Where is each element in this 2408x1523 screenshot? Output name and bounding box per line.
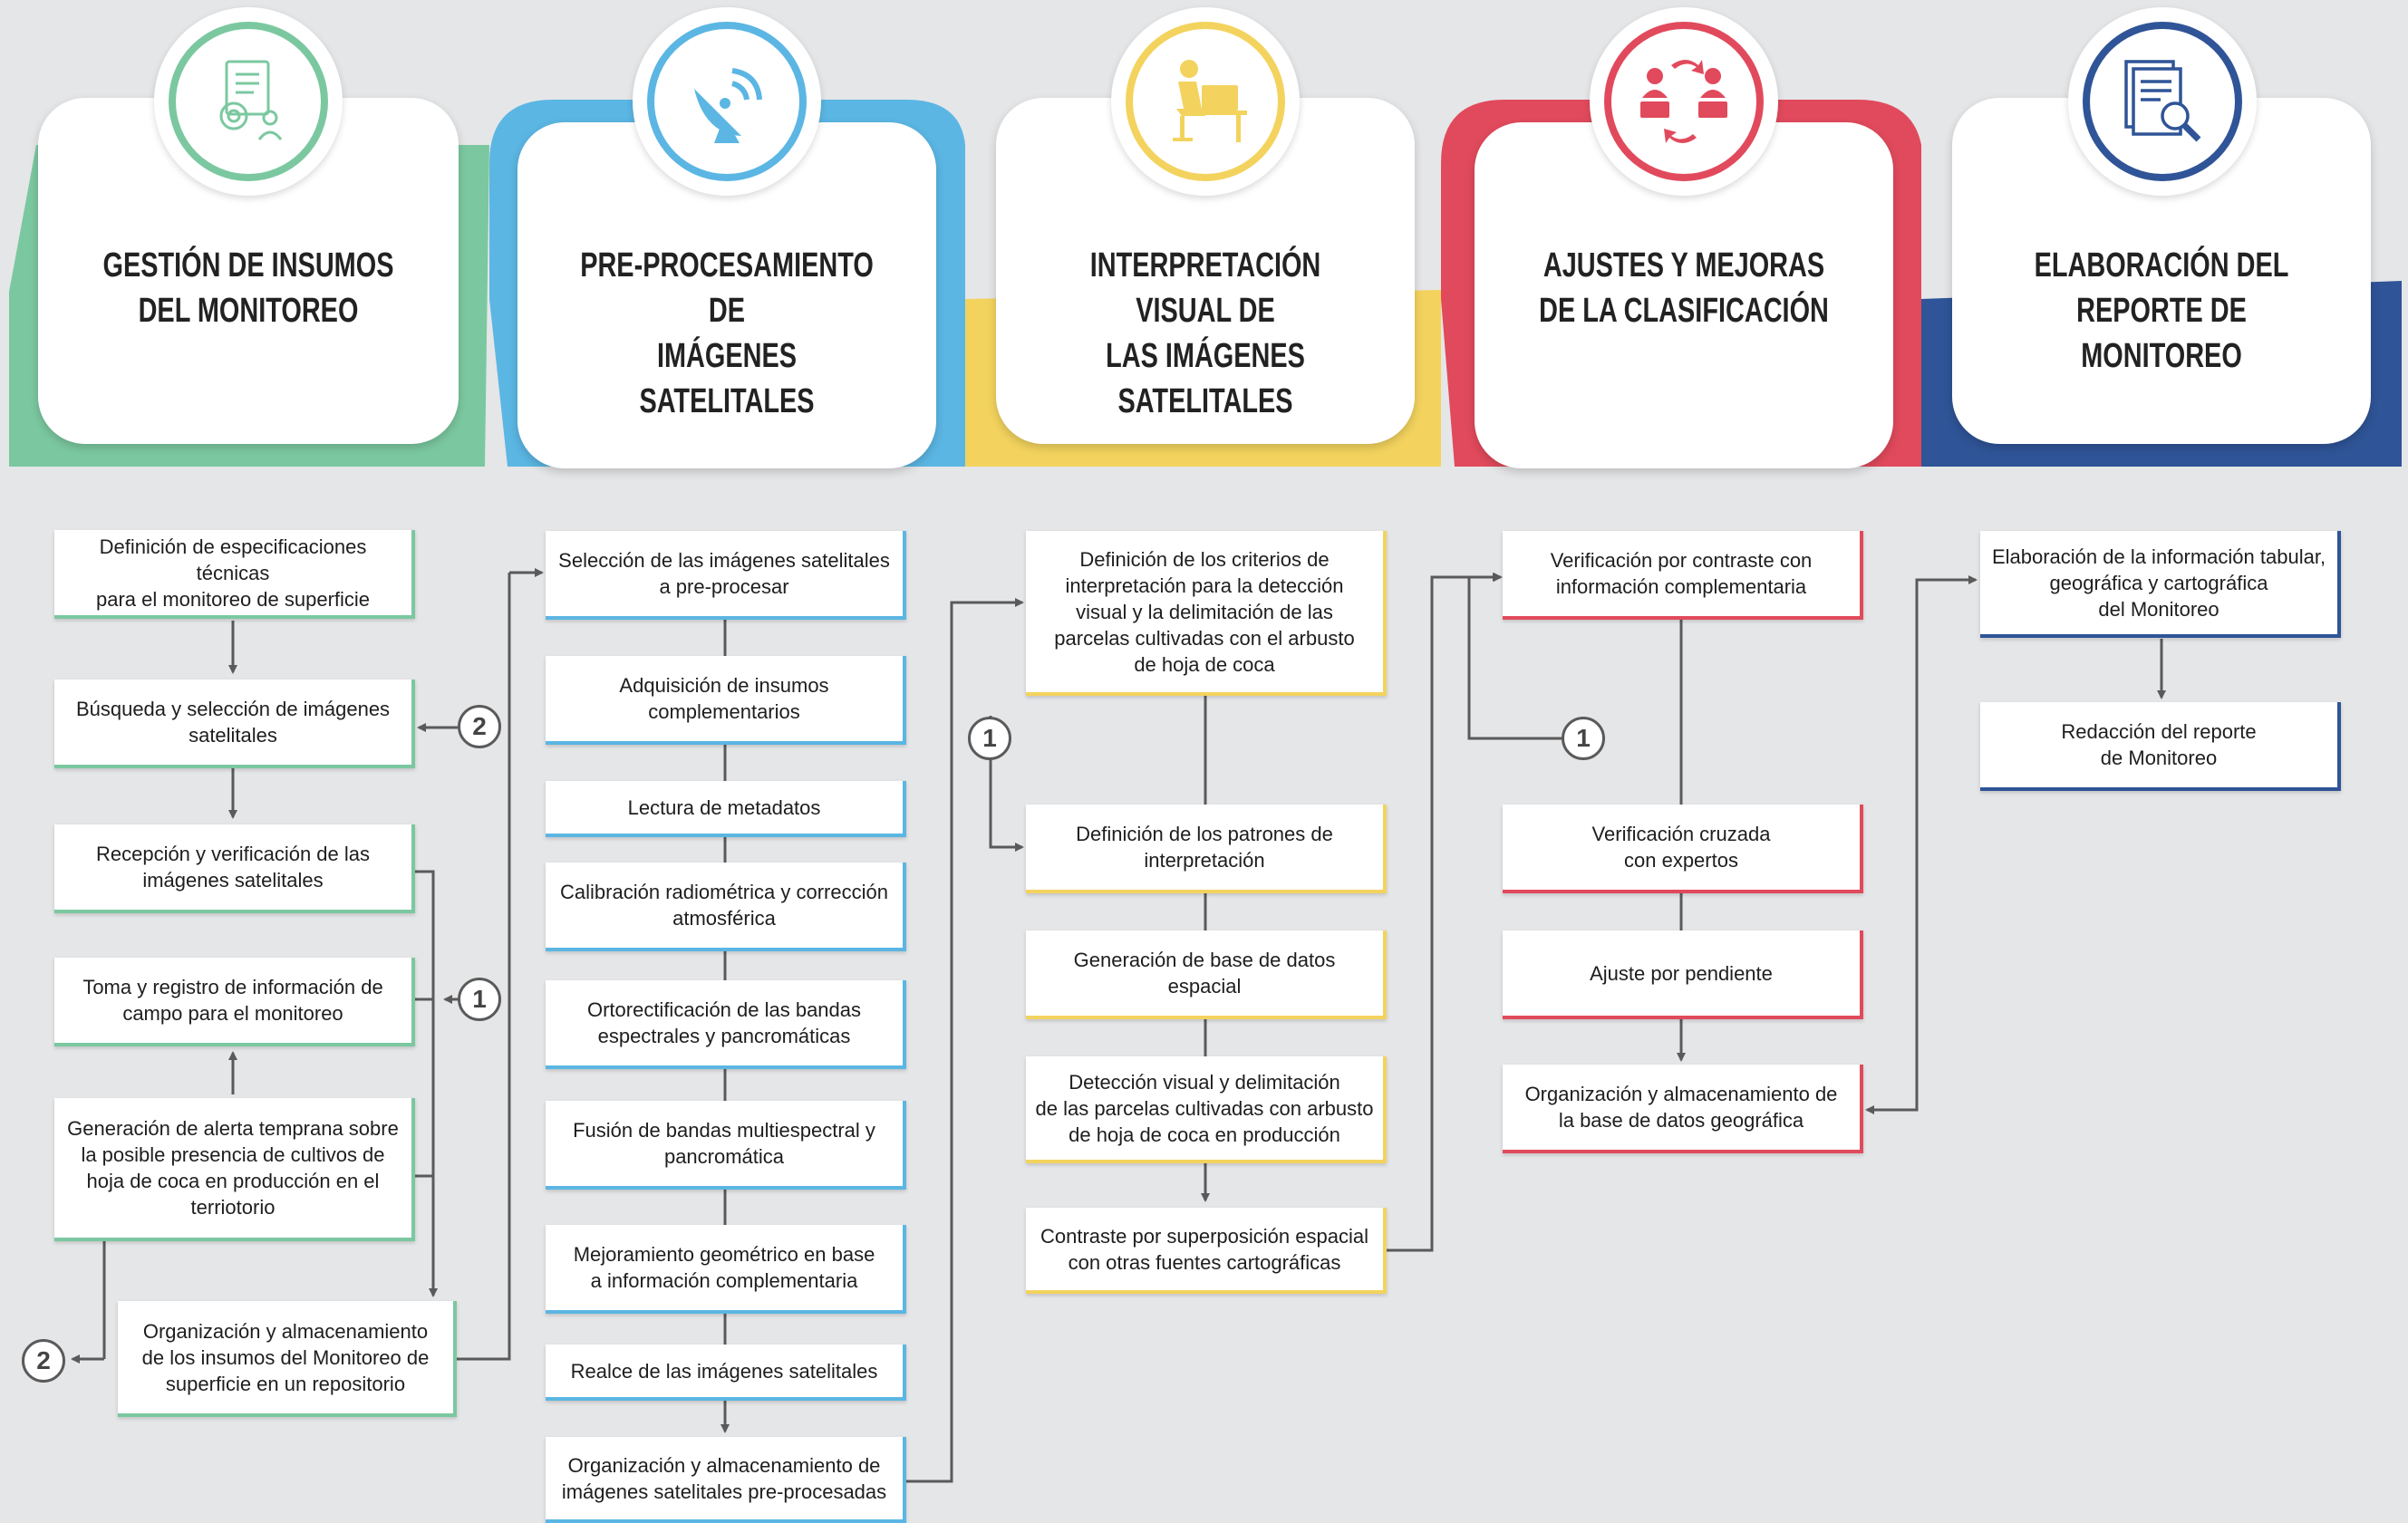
step-toma-informacion-campo: Toma y registro de información de campo … [54,958,415,1046]
step-patrones-interpretacion: Definición de los patrones de interpreta… [1026,805,1387,893]
step-redaccion-reporte: Redacción del reporte de Monitoreo [1980,702,2341,791]
step-realce-imagenes: Realce de las imágenes satelitales [546,1345,906,1401]
step-label: Realce de las imágenes satelitales [570,1359,878,1383]
document-search-icon [2124,60,2201,142]
satellite-dish-icon [694,68,762,143]
step-seleccion-imagenes: Selección de las imágenes satelitales a … [546,531,906,620]
step-lectura-metadatos: Lectura de metadatos [546,781,906,837]
step-label: Definición de especificaciones técnicas … [95,535,371,611]
step-label: Organización y almacenamiento de los ins… [141,1319,430,1395]
step-label: Definición de los criterios de interpret… [1054,547,1355,676]
step-label: Detección visual y delimitación de las p… [1035,1070,1374,1146]
step-label: Generación de alerta temprana sobre la p… [67,1117,399,1219]
step-label: Recepción y verificación de las imágenes… [95,843,371,892]
step-calibracion-radiometrica: Calibración radiométrica y corrección at… [546,863,906,951]
step-label: Redacción del reporte de Monitoreo [2061,720,2257,769]
step-label: Verificación cruzada con expertos [1591,823,1771,872]
step-label: Ajuste por pendiente [1590,961,1773,985]
step-recepcion-imagenes: Recepción y verificación de las imágenes… [54,824,415,913]
stage-title: AJUSTES Y MEJORAS DE LA CLASIFICACIÓN [1539,246,1829,330]
step-alerta-temprana: Generación de alerta temprana sobre la p… [54,1098,415,1241]
stage-title: INTERPRETACIÓN VISUAL DE LAS IMÁGENES SA… [1089,246,1321,420]
step-label: Definición de los patrones de interpreta… [1076,823,1333,872]
step-label: Generación de base de datos espacial [1073,949,1336,998]
person-at-desk-icon [1173,60,1247,142]
step-label: Calibración radiométrica y corrección at… [560,881,888,930]
step-adquisicion-insumos: Adquisición de insumos complementarios [546,656,906,745]
step-verificacion-contraste: Verificación por contraste con informaci… [1503,531,1863,620]
step-label: Selección de las imágenes satelitales a … [558,549,890,598]
step-label: Elaboración de la información tabular, g… [1991,545,2326,621]
step-organizacion-insumos: Organización y almacenamiento de los ins… [118,1301,457,1417]
stage-icon-circle-yellow [1111,7,1300,196]
step-label: Mejoramiento geométrico en base a inform… [573,1243,875,1292]
connector-badge-1: 1 [1562,717,1605,760]
step-contraste-superposicion: Contraste por superposición espacial con… [1026,1208,1387,1294]
experts-exchange-icon [1640,60,1727,143]
step-criterios-interpretacion: Definición de los criterios de interpret… [1026,531,1387,696]
stage-icon-circle-navy [2068,7,2257,196]
step-label: Lectura de metadatos [627,795,821,819]
step-label: Contraste por superposición espacial con… [1040,1224,1368,1274]
stage-title: PRE-PROCESAMIENTO DE IMÁGENES SATELITALE… [580,246,874,420]
step-organizacion-preprocesadas: Organización y almacenamiento de imágene… [546,1437,906,1523]
step-label: Verificación por contraste con informaci… [1550,549,1813,598]
stage-icon-circle-green [154,7,343,196]
step-label: Organización y almacenamiento de imágene… [561,1453,887,1503]
step-elaboracion-informacion: Elaboración de la información tabular, g… [1980,531,2341,638]
step-deteccion-visual: Detección visual y delimitación de las p… [1026,1056,1387,1163]
step-label: Adquisición de insumos complementarios [619,674,829,723]
stage-icon-circle-blue [633,7,821,196]
connector-badge-2: 2 [22,1339,65,1383]
step-busqueda-imagenes: Búsqueda y selección de imágenes satelit… [54,680,415,768]
gear-checklist-icon [219,60,283,140]
connector-badge-1: 1 [458,978,501,1021]
step-verificacion-cruzada: Verificación cruzada con expertos [1503,805,1863,893]
stage-title: GESTIÓN DE INSUMOS DEL MONITOREO [102,246,394,330]
step-base-datos-espacial: Generación de base de datos espacial [1026,930,1387,1019]
stage-card-gestion: GESTIÓN DE INSUMOS DEL MONITOREO [38,98,459,444]
step-fusion-bandas: Fusión de bandas multiespectral y pancro… [546,1101,906,1190]
connector-badge-1: 1 [968,717,1011,760]
step-label: Búsqueda y selección de imágenes satelit… [75,698,391,747]
step-mejoramiento-geometrico: Mejoramiento geométrico en base a inform… [546,1225,906,1314]
step-label: Organización y almacenamiento de la base… [1524,1083,1838,1132]
step-organizacion-base-geografica: Organización y almacenamiento de la base… [1503,1065,1863,1153]
step-label: Toma y registro de información de campo … [82,976,383,1025]
stage-icon-circle-red [1590,7,1778,196]
stage-title: ELABORACIÓN DEL REPORTE DE MONITOREO [2034,246,2289,375]
step-definicion-especificaciones: Definición de especificaciones técnicas … [54,530,415,619]
step-ortorectificacion: Ortorectificación de las bandas espectra… [546,980,906,1069]
connector-badge-2: 2 [458,705,501,748]
step-label: Ortorectificación de las bandas espectra… [586,998,862,1047]
step-label: Fusión de bandas multiespectral y pancro… [573,1119,875,1168]
step-ajuste-pendiente: Ajuste por pendiente [1503,930,1863,1019]
